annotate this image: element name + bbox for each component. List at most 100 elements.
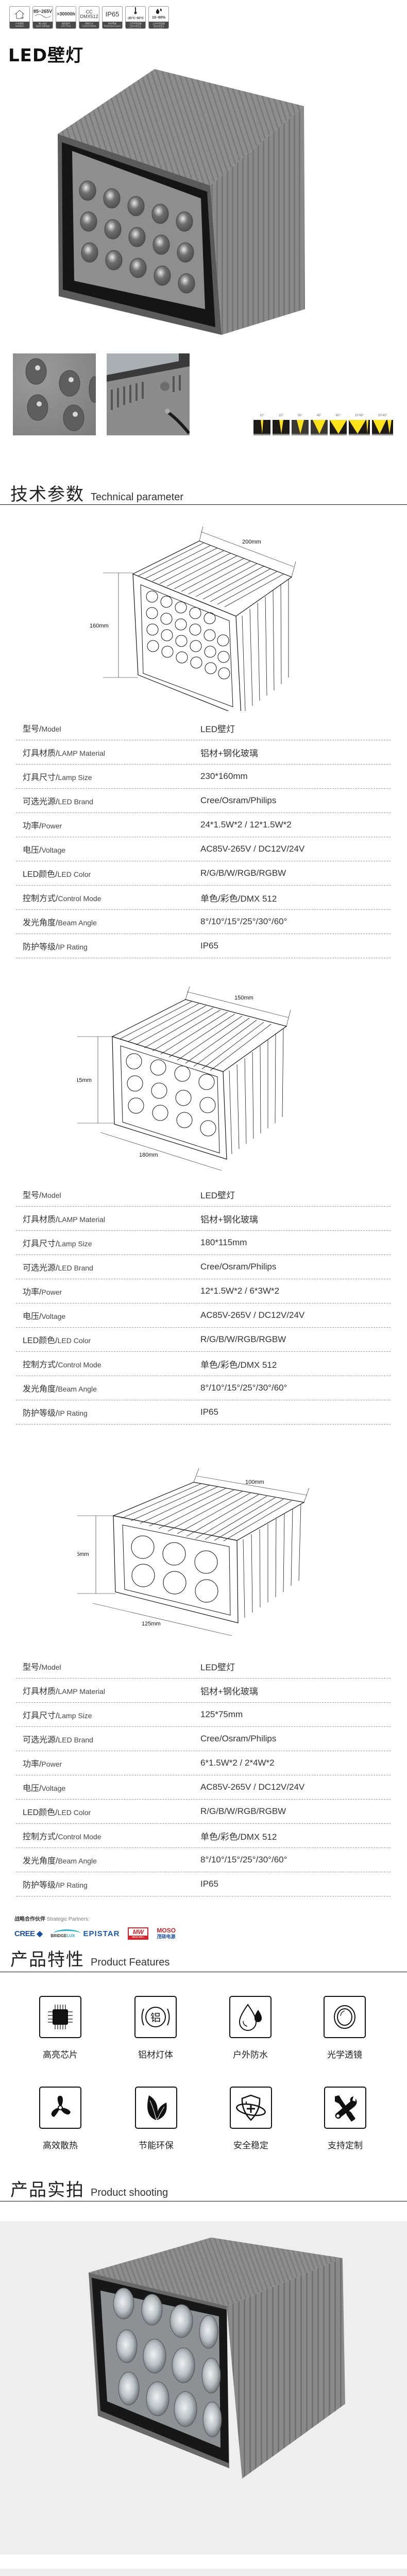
feature-item: 户外防水 — [219, 1996, 281, 2060]
beam-60-icon — [330, 420, 347, 435]
section-header-tech: 技术参数 Technical parameter — [10, 484, 184, 505]
dimension-diagram-3: 100mm 75mm 125mm — [73, 1453, 325, 1638]
dimension-diagram-2: 150mm 115mm 180mm — [73, 979, 325, 1175]
bridgelux-logo: BRIDGELUX — [50, 1929, 81, 1938]
svg-text:铝: 铝 — [150, 2011, 161, 2024]
waterdrop-icon — [229, 1996, 272, 2038]
droplets-icon — [156, 8, 162, 14]
product-photo-front — [0, 2221, 407, 2554]
feature-item: 支持定制 — [314, 2087, 376, 2151]
epistar-logo: EPISTAR — [83, 1929, 120, 1938]
feature-item: 安全稳定 — [220, 2087, 282, 2151]
dimension-diagram-1: 200mm 160mm — [77, 520, 325, 717]
beam-angle-strip: 10° 15° 30° 45° 60° 10°60° 20°40° — [253, 414, 393, 435]
lens-icon — [324, 1996, 366, 2038]
beam-20x40-icon — [372, 420, 393, 435]
feature-item: 高亮芯片 — [29, 1996, 91, 2060]
section-header-shooting: 产品实拍 Product shooting — [10, 2180, 168, 2200]
svg-text:100mm: 100mm — [245, 1479, 264, 1485]
shield-icon — [230, 2087, 272, 2129]
beam-option: 45° — [311, 414, 328, 435]
svg-text:180mm: 180mm — [139, 1152, 158, 1158]
beam-option: 60° — [330, 414, 347, 435]
sine-wave-icon — [35, 14, 51, 18]
aluminum-icon: 铝 — [134, 1996, 177, 2038]
svg-text:200mm: 200mm — [242, 539, 261, 545]
thermometer-icon — [134, 7, 137, 14]
cree-logo: CREE ◆ — [14, 1929, 43, 1938]
beam-10-icon — [253, 420, 270, 435]
section-divider — [0, 504, 407, 505]
beam-10x60-icon — [349, 420, 370, 435]
beam-option: 30° — [292, 414, 309, 435]
feature-item: 高效散热 — [29, 2087, 91, 2151]
beam-option: 20°40° — [372, 414, 393, 435]
beam-45-icon — [311, 420, 328, 435]
beam-30-icon — [292, 420, 309, 435]
product-photo-top — [0, 2569, 407, 2576]
hero-product-image — [52, 67, 309, 335]
leaf-icon — [135, 2087, 177, 2129]
svg-text:115mm: 115mm — [77, 1077, 92, 1083]
beam-option: 15° — [273, 414, 290, 435]
svg-text:125mm: 125mm — [142, 1621, 161, 1627]
thumbnail-cable-detail[interactable] — [107, 353, 190, 435]
fan-icon — [39, 2087, 81, 2129]
svg-text:160mm: 160mm — [90, 623, 109, 629]
beam-15-icon — [273, 420, 290, 435]
beam-option: 10°60° — [349, 414, 370, 435]
feature-item: 铝 铝材灯体 — [125, 1996, 186, 2060]
tools-icon — [324, 2087, 366, 2129]
thumbnail-led-closeup[interactable] — [13, 353, 96, 435]
svg-text:75mm: 75mm — [77, 1551, 89, 1557]
chip-icon — [39, 1996, 81, 2038]
product-title: LED壁灯 — [8, 45, 84, 66]
partners-label: 战略合作伙伴 Strategic Partners: — [14, 1917, 90, 1922]
house-icon — [10, 7, 29, 22]
feature-item: 节能环保 — [125, 2087, 187, 2151]
svg-text:150mm: 150mm — [234, 995, 253, 1001]
